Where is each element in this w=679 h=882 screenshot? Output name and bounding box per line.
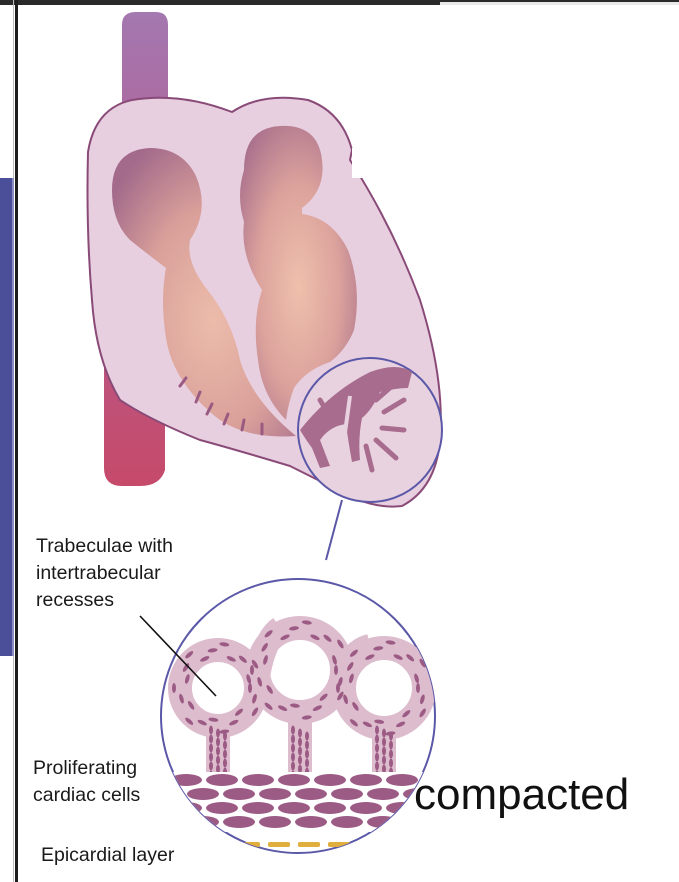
trabecular-cell [389, 732, 393, 741]
trabecular-cell [248, 683, 252, 693]
epicardial-cells [208, 842, 410, 847]
trabecular-cell [223, 750, 227, 759]
proliferating-cell [295, 816, 327, 828]
trabecular-cell [223, 741, 227, 750]
trabecular-cell [216, 738, 220, 747]
trabecular-cell [223, 732, 227, 741]
label-trabeculae-line-1: Trabeculae with [36, 533, 173, 560]
trabecular-cell [389, 741, 393, 750]
proliferating-cell [242, 774, 274, 786]
label-trabeculae-line-3: recesses [36, 587, 173, 614]
trabecular-cell [209, 762, 213, 771]
proliferating-cell [295, 788, 327, 800]
trabecular-cell [298, 738, 302, 747]
trabecular-cell [382, 738, 386, 747]
proliferating-cell [367, 816, 399, 828]
trabecular-cell [305, 759, 309, 768]
trabecular-cell [209, 735, 213, 744]
proliferating-cell [223, 816, 255, 828]
trabecular-cell [209, 744, 213, 753]
proliferating-cell [206, 802, 238, 814]
trabecular-cell [250, 665, 254, 675]
epicardial-cell [388, 842, 410, 847]
trabecular-cell [298, 729, 302, 738]
proliferating-cell [223, 788, 255, 800]
trabecular-cell [375, 726, 379, 735]
proliferating-cell [331, 788, 363, 800]
proliferating-cell [187, 816, 219, 828]
trabecular-cell [291, 735, 295, 744]
proliferating-cell [170, 774, 202, 786]
label-proliferating-line-1: Proliferating [33, 755, 140, 782]
label-trabeculae-line-2: intertrabecular [36, 560, 173, 587]
trabecular-cell [298, 756, 302, 765]
proliferating-cell [206, 774, 238, 786]
proliferating-cell [350, 802, 382, 814]
proliferating-cell [278, 802, 310, 814]
trabecular-cell [382, 756, 386, 765]
trabecular-cell [334, 665, 338, 675]
trabecular-cell [298, 747, 302, 756]
epicardial-cell [358, 842, 380, 847]
proliferating-cell [367, 788, 399, 800]
magnifier-connector [326, 500, 342, 560]
trabecular-cell [305, 750, 309, 759]
trabecular-cell [216, 747, 220, 756]
trabecular-cell [305, 741, 309, 750]
trabecular-cell [209, 753, 213, 762]
trabecular-cell [291, 744, 295, 753]
label-compacted: compacted [414, 770, 629, 820]
label-trabeculae: Trabeculae with intertrabecular recesses [36, 533, 173, 614]
proliferating-cell [259, 816, 291, 828]
trabecular-cell [382, 729, 386, 738]
proliferating-cell [151, 788, 183, 800]
trabecular-cell [216, 729, 220, 738]
proliferating-cell [278, 774, 310, 786]
mask-patch [352, 148, 362, 178]
proliferating-cell [187, 788, 219, 800]
proliferating-cell [314, 774, 346, 786]
label-proliferating: Proliferating cardiac cells [33, 755, 140, 809]
label-proliferating-line-2: cardiac cells [33, 782, 140, 809]
trabecular-cell [209, 726, 213, 735]
myocardium-detail [134, 579, 454, 853]
proliferating-cell [242, 802, 274, 814]
proliferating-cell [151, 816, 183, 828]
label-epicardial: Epicardial layer [41, 842, 174, 869]
proliferating-cell [170, 802, 202, 814]
trabecular-cell [375, 744, 379, 753]
trabecular-cell [291, 726, 295, 735]
trabecular-cell [389, 759, 393, 768]
trabecular-cell [172, 683, 176, 693]
trabecular-cell [291, 753, 295, 762]
trabecular-cell [375, 735, 379, 744]
proliferating-cell [259, 788, 291, 800]
apex-magnifier [298, 358, 442, 502]
proliferating-cell [314, 802, 346, 814]
trabecular-cell [375, 762, 379, 771]
trabecular-cell [216, 756, 220, 765]
epicardial-cell [208, 842, 230, 847]
trabecular-cell [416, 683, 420, 693]
trabecular-cell [305, 732, 309, 741]
trabecular-cell [375, 753, 379, 762]
trabecular-cell [382, 747, 386, 756]
trabecular-cell [291, 762, 295, 771]
epicardial-cell [268, 842, 290, 847]
trabecular-cell [336, 683, 340, 693]
proliferating-cell [350, 774, 382, 786]
proliferating-cell [331, 816, 363, 828]
trabecular-cell [389, 750, 393, 759]
trabecular-cell [223, 759, 227, 768]
epicardial-cell [298, 842, 320, 847]
